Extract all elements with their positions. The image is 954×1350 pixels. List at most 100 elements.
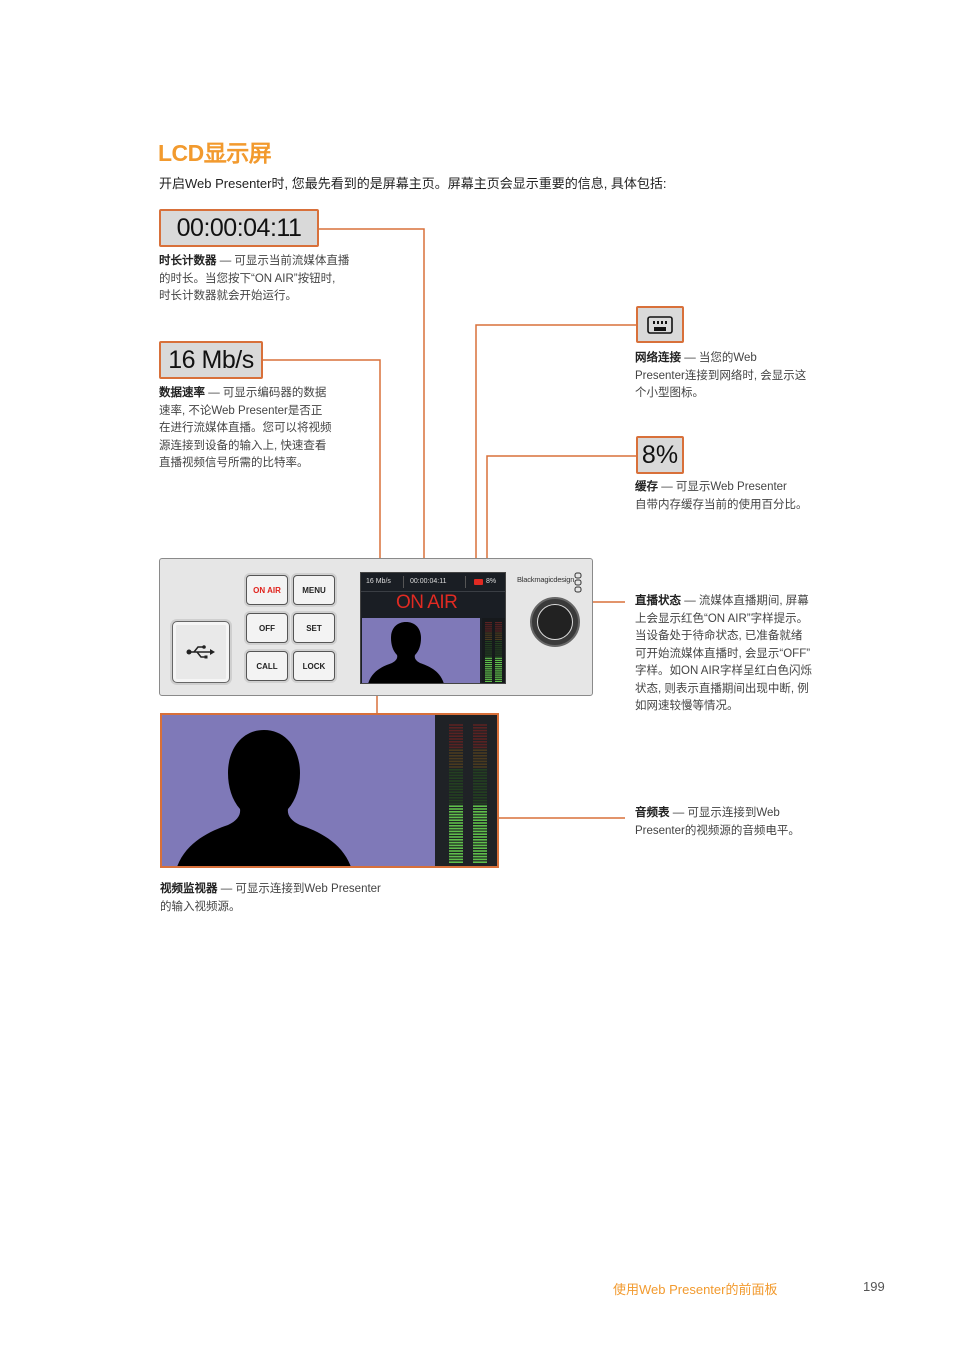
usb-port[interactable] — [172, 621, 230, 683]
meter-segment — [473, 724, 487, 726]
lcd-cache: 8% — [486, 578, 497, 585]
lcd-timecode: 00:00:04:11 — [410, 578, 447, 585]
meter-segment — [473, 746, 487, 749]
meter-segment — [473, 749, 487, 751]
datarate-callout-value: 16 Mb/s — [168, 345, 254, 374]
meter-segment — [449, 749, 463, 751]
meter-segment — [449, 813, 463, 816]
meter-segment — [473, 741, 487, 743]
video-monitor — [160, 713, 499, 868]
meter-segment — [473, 805, 487, 807]
web-presenter-front-panel: ON AIR MENU OFF SET CALL LOCK 16 Mb/s 00… — [159, 558, 593, 696]
meter-segment — [473, 771, 487, 774]
meter-segment — [449, 847, 463, 849]
meter-segment — [473, 757, 487, 760]
meter-segment — [473, 788, 487, 791]
meter-segment — [449, 743, 463, 746]
meter-segment — [485, 676, 492, 678]
meter-segment — [495, 661, 502, 664]
meter-segment — [449, 746, 463, 749]
meter-segment — [449, 735, 463, 737]
meter-segment — [473, 797, 487, 799]
meter-segment — [473, 763, 487, 765]
meter-segment — [495, 666, 502, 668]
intro-text: 开启Web Presenter时, 您最先看到的是屏幕主页。屏幕主页会显示重要的… — [159, 176, 667, 191]
meter-segment — [485, 622, 492, 624]
lcd-audio-meters — [482, 618, 505, 683]
meter-segment — [449, 839, 463, 841]
meter-segment — [473, 783, 487, 785]
meter-segment — [495, 659, 502, 661]
meter-segment — [473, 836, 487, 838]
meter-segment — [449, 729, 463, 732]
meter-segment — [473, 785, 487, 788]
meter-segment — [495, 626, 502, 628]
meter-segment — [485, 634, 492, 636]
meter-segment — [473, 858, 487, 861]
meter-segment — [449, 785, 463, 788]
datarate-term: 数据速率 — [159, 387, 205, 399]
on-air-button[interactable]: ON AIR — [246, 575, 288, 605]
meter-segment — [473, 861, 487, 863]
meter-segment — [485, 659, 492, 661]
meter-segment — [473, 839, 487, 841]
off-button[interactable]: OFF — [246, 613, 288, 643]
meter-segment — [495, 651, 502, 653]
lcd-on-air-status: ON AIR — [396, 592, 458, 613]
meter-segment — [495, 649, 502, 651]
meter-segment — [485, 630, 492, 632]
network-term: 网络连接 — [635, 352, 681, 364]
meter-segment — [449, 830, 463, 833]
meter-segment — [473, 833, 487, 835]
meter-segment — [495, 680, 502, 682]
meter-segment — [485, 670, 492, 672]
lock-button[interactable]: LOCK — [293, 651, 335, 681]
search-dial-knob[interactable] — [530, 597, 580, 647]
brand-dots-icon — [574, 572, 582, 593]
meter-segment — [495, 653, 502, 655]
meter-segment — [473, 819, 487, 821]
meter-segment — [485, 657, 492, 659]
meter-segment — [485, 672, 492, 674]
meter-segment — [473, 769, 487, 771]
meter-segment — [473, 752, 487, 754]
meter-segment — [449, 844, 463, 847]
status-description: 直播状态 — 流媒体直播期间, 屏幕 上会显示红色“ON AIR”字样提示。 当… — [635, 595, 812, 712]
network-description: 网络连接 — 当您的Web Presenter连接到网络时, 会显示这 个小型图… — [635, 352, 807, 399]
menu-button[interactable]: MENU — [293, 575, 335, 605]
meter-segment — [495, 657, 502, 659]
set-button[interactable]: SET — [293, 613, 335, 643]
lcd-screen: 16 Mb/s 00:00:04:11 8% ON AIR — [360, 572, 506, 684]
meter-segment — [485, 628, 492, 630]
meter-segment — [495, 672, 502, 674]
call-button[interactable]: CALL — [246, 651, 288, 681]
meter-segment — [473, 855, 487, 858]
meter-segment — [473, 729, 487, 732]
footer-section-title: 使用Web Presenter的前面板 — [613, 1282, 778, 1297]
meter-segment — [473, 766, 487, 768]
meter-segment — [495, 640, 502, 643]
timecode-callout-value: 00:00:04:11 — [176, 213, 302, 242]
meter-segment — [485, 638, 492, 640]
meter-segment — [449, 780, 463, 782]
meter-segment — [449, 794, 463, 796]
meter-segment — [485, 624, 492, 626]
meter-segment — [495, 645, 502, 647]
network-line — [475, 324, 636, 562]
meter-segment — [449, 855, 463, 858]
monitor-description: 视频监视器 — 可显示连接到Web Presenter 的输入视频源。 — [160, 883, 381, 913]
usb-icon — [186, 645, 215, 659]
timecode-line — [319, 228, 425, 562]
meter-segment — [449, 797, 463, 799]
lcd-video-thumbnail — [362, 618, 480, 683]
meter-segment — [473, 735, 487, 737]
meter-segment — [485, 632, 492, 634]
meter-segment — [473, 760, 487, 763]
meter-segment — [449, 811, 463, 813]
brand-logo: Blackmagicdesign — [517, 575, 575, 584]
meter-segment — [473, 802, 487, 805]
meter-segment — [449, 766, 463, 768]
meter-segment — [485, 647, 492, 649]
meter-segment — [473, 727, 487, 729]
meter-segment — [495, 664, 502, 666]
